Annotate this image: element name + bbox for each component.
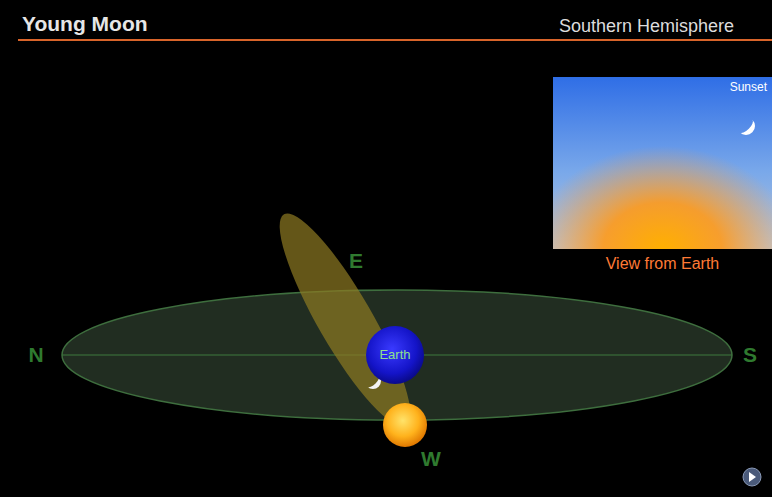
compass-letter: E bbox=[349, 249, 363, 273]
title: Young Moon bbox=[22, 12, 148, 36]
title-rule bbox=[18, 39, 772, 41]
moon-crescent bbox=[740, 120, 759, 139]
next-arrow bbox=[749, 472, 756, 482]
time-label: Sunset bbox=[730, 81, 767, 95]
compass-letter: W bbox=[421, 447, 441, 471]
panel-heading: Southern Hemisphere bbox=[559, 16, 734, 37]
view-panel: Southern HemisphereSunsetView from Earth bbox=[553, 12, 772, 280]
earth-disc bbox=[366, 326, 424, 384]
compass-letter: S bbox=[743, 343, 757, 367]
planet-label: Earth bbox=[379, 348, 410, 363]
compass-letter: N bbox=[28, 343, 43, 367]
sunset-glow bbox=[553, 77, 772, 249]
panel-caption: View from Earth bbox=[606, 255, 720, 273]
sky bbox=[553, 77, 772, 249]
next-button bbox=[743, 468, 761, 486]
earth-circle: Earth bbox=[365, 325, 425, 385]
sun bbox=[383, 403, 427, 447]
sky-view bbox=[553, 12, 772, 280]
